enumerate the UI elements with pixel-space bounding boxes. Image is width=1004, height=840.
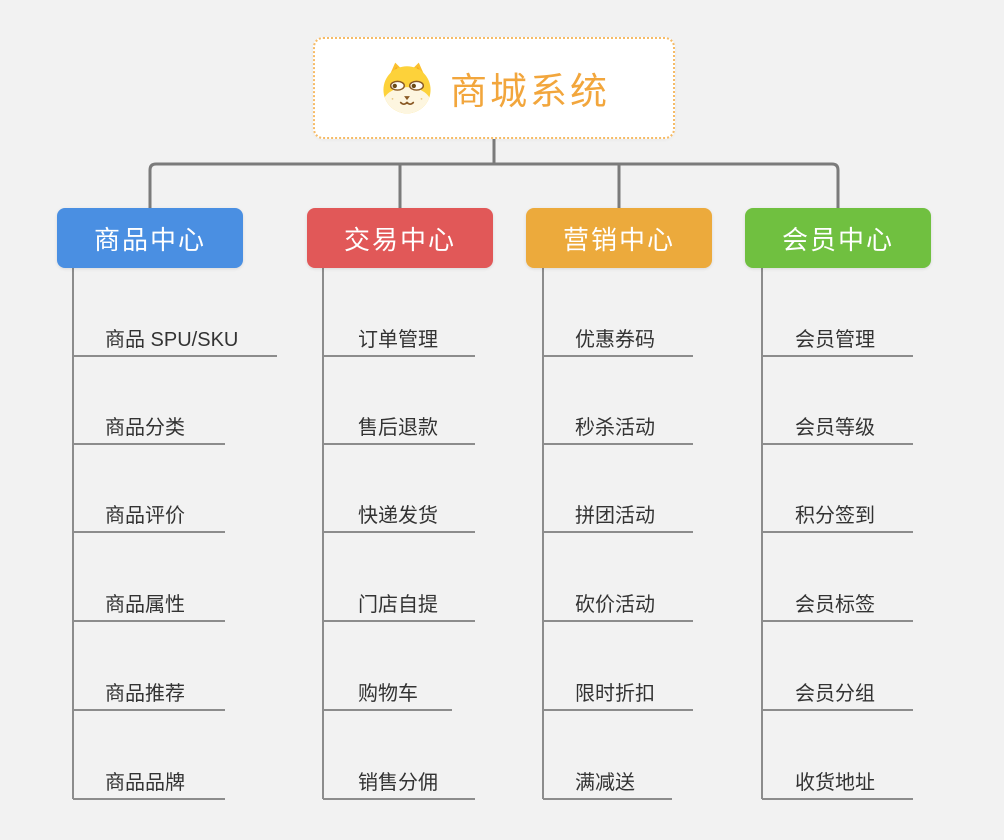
leaf-item[interactable]: 订单管理 bbox=[358, 329, 438, 351]
branch-node-member[interactable]: 会员中心 bbox=[745, 208, 931, 268]
root-title: 商城系统 bbox=[450, 71, 610, 112]
leaf-item[interactable]: 会员分组 bbox=[795, 683, 875, 705]
leaf-item[interactable]: 购物车 bbox=[358, 683, 418, 705]
leaf-item[interactable]: 商品推荐 bbox=[105, 683, 185, 705]
branch-node-marketing[interactable]: 营销中心 bbox=[526, 208, 712, 268]
leaf-item[interactable]: 积分签到 bbox=[795, 505, 875, 527]
root-node[interactable]: 商城系统 bbox=[313, 37, 675, 139]
leaf-item[interactable]: 会员管理 bbox=[795, 329, 875, 351]
leaf-item[interactable]: 优惠券码 bbox=[575, 329, 655, 351]
dog-face-icon bbox=[383, 62, 431, 114]
leaf-item[interactable]: 满减送 bbox=[575, 772, 635, 794]
leaf-item[interactable]: 会员等级 bbox=[795, 417, 875, 439]
leaf-item[interactable]: 收货地址 bbox=[795, 772, 875, 794]
leaf-item[interactable]: 秒杀活动 bbox=[575, 417, 655, 439]
branch-node-trade[interactable]: 交易中心 bbox=[307, 208, 493, 268]
leaf-item[interactable]: 售后退款 bbox=[358, 417, 438, 439]
leaf-item[interactable]: 商品评价 bbox=[105, 505, 185, 527]
branch-node-product[interactable]: 商品中心 bbox=[57, 208, 243, 268]
leaf-item[interactable]: 砍价活动 bbox=[575, 594, 655, 616]
leaf-item[interactable]: 商品 SPU/SKU bbox=[105, 329, 239, 351]
leaf-item[interactable]: 拼团活动 bbox=[575, 505, 655, 527]
leaf-item[interactable]: 商品品牌 bbox=[105, 772, 185, 794]
leaf-item[interactable]: 快递发货 bbox=[358, 505, 438, 527]
leaf-item[interactable]: 门店自提 bbox=[358, 594, 438, 616]
leaf-item[interactable]: 销售分佣 bbox=[358, 772, 438, 794]
leaf-item[interactable]: 会员标签 bbox=[795, 594, 875, 616]
leaf-item[interactable]: 商品分类 bbox=[105, 417, 185, 439]
leaf-item[interactable]: 限时折扣 bbox=[575, 683, 655, 705]
leaf-item[interactable]: 商品属性 bbox=[105, 594, 185, 616]
